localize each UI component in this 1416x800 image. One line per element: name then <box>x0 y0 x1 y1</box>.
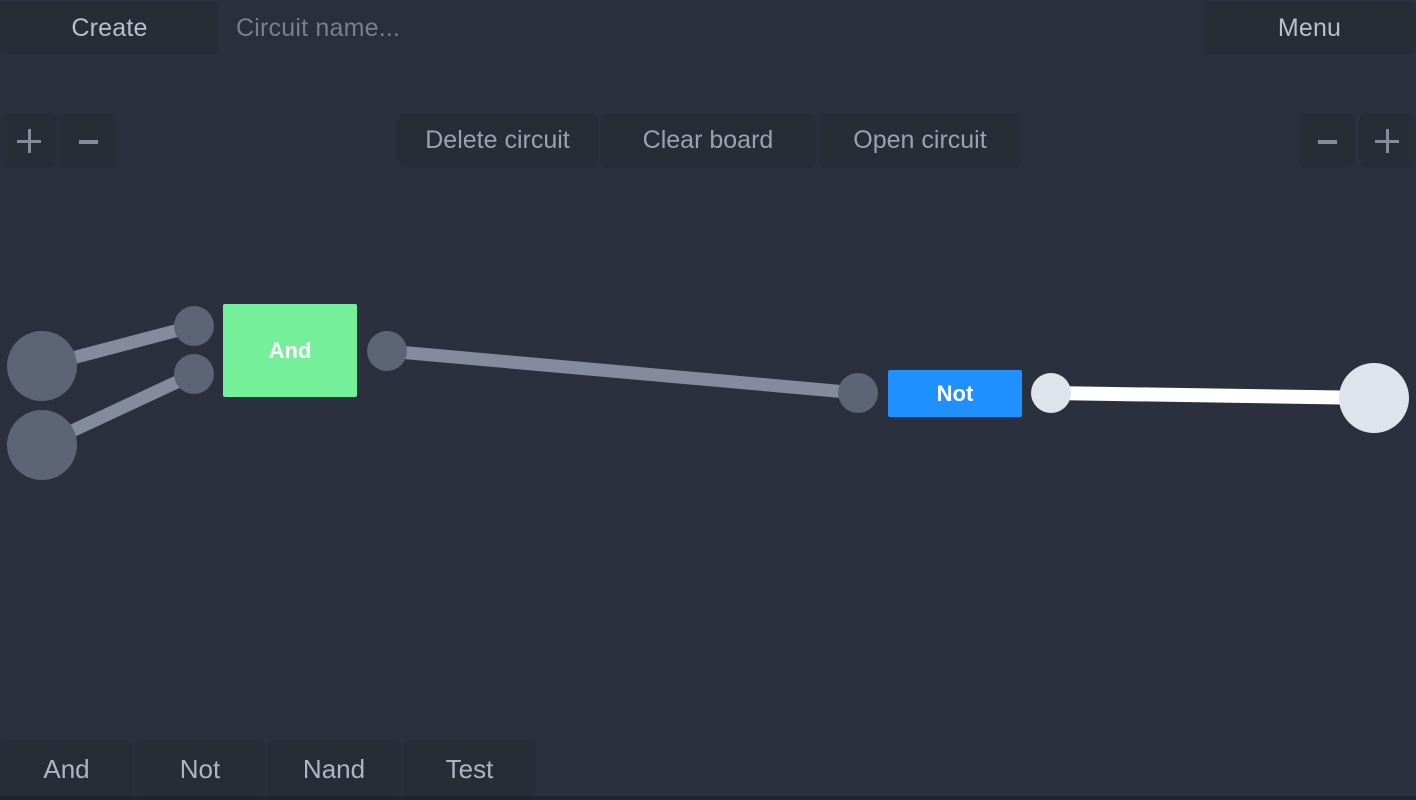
clear-board-button[interactable]: Clear board <box>600 113 816 168</box>
zoom-in-button-right[interactable] <box>1359 113 1415 168</box>
toolbar-secondary: Delete circuit Clear board Open circuit <box>0 56 1416 168</box>
delete-circuit-button[interactable]: Delete circuit <box>397 113 598 168</box>
palette-item-and[interactable]: And <box>0 740 133 798</box>
gate-and[interactable]: And <box>223 304 357 397</box>
toolbar-primary: Create Menu <box>0 0 1416 56</box>
gate-palette: And Not Nand Test <box>0 738 1416 800</box>
palette-item-test[interactable]: Test <box>403 740 536 798</box>
circuit-name-input[interactable] <box>222 1 1200 55</box>
window-bottom-edge <box>0 796 1416 800</box>
input-node-a[interactable] <box>7 331 77 401</box>
wire-layer <box>39 319 1375 451</box>
wire-not-out-to-output[interactable] <box>1050 386 1375 405</box>
zoom-out-button-left[interactable] <box>60 113 116 168</box>
minus-icon <box>1315 129 1339 153</box>
open-circuit-button[interactable]: Open circuit <box>819 113 1021 168</box>
and-output-pin[interactable] <box>367 331 407 371</box>
zoom-in-button-left[interactable] <box>1 113 57 168</box>
create-button[interactable]: Create <box>0 1 219 55</box>
plus-icon <box>1375 128 1399 153</box>
minus-icon <box>76 129 100 153</box>
wire-and-out-to-not-in[interactable] <box>386 344 859 400</box>
and-input-pin-2[interactable] <box>174 354 214 394</box>
palette-item-nand[interactable]: Nand <box>267 740 401 798</box>
palette-item-not[interactable]: Not <box>135 740 265 798</box>
not-input-pin[interactable] <box>838 373 878 413</box>
plus-icon <box>17 128 41 153</box>
menu-button[interactable]: Menu <box>1203 1 1416 55</box>
not-output-pin[interactable] <box>1031 373 1071 413</box>
zoom-out-button-right[interactable] <box>1299 113 1355 168</box>
output-node[interactable] <box>1339 363 1409 433</box>
gate-not[interactable]: Not <box>888 370 1022 417</box>
and-input-pin-1[interactable] <box>174 306 214 346</box>
input-node-b[interactable] <box>7 410 77 480</box>
